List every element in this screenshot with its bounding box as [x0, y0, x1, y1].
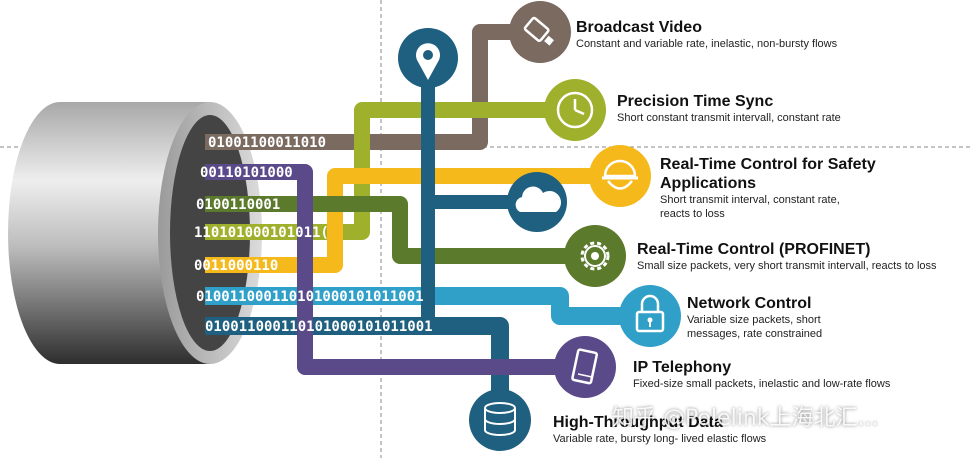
label-rt-control-profinet: Real-Time Control (PROFINET) Small size …	[637, 240, 967, 273]
clock-icon	[544, 79, 606, 141]
label-precision-time-sync: Precision Time Sync Short constant trans…	[617, 92, 957, 125]
database-icon	[469, 389, 531, 451]
service-title: Network Control	[687, 295, 812, 312]
service-desc: Short transmit interval, constant rate, …	[660, 194, 840, 220]
route-rt-control-safety	[205, 168, 620, 273]
gear-icon	[564, 225, 626, 287]
service-title: Real-Time Control for Safety Application…	[660, 156, 876, 192]
label-rt-control-safety: Real-Time Control for Safety Application…	[660, 155, 900, 221]
service-desc: Variable size packets, short messages, r…	[687, 314, 823, 340]
service-title: Precision Time Sync	[617, 93, 774, 110]
service-desc: Constant and variable rate, inelastic, n…	[576, 38, 838, 50]
bitstring: 00110101000	[200, 165, 293, 181]
service-desc: Short constant transmit intervall, const…	[617, 112, 841, 124]
route-network-control	[205, 287, 650, 325]
phone-icon	[554, 336, 616, 398]
bitstring: 110101000101011(	[194, 225, 329, 241]
service-desc: Variable rate, bursty long- lived elasti…	[553, 433, 767, 445]
service-desc: Fixed-size small packets, inelastic and …	[633, 378, 891, 390]
service-title: High-Throughput Data	[553, 414, 723, 431]
label-network-control: Network Control Variable size packets, s…	[687, 294, 847, 341]
bitstring: 010011000110101000101011001	[196, 289, 424, 305]
service-title: Broadcast Video	[576, 19, 702, 36]
label-high-throughput-data: High-Throughput Data Variable rate, burs…	[553, 413, 853, 446]
service-title: IP Telephony	[633, 359, 732, 376]
bitstring: 0100110001	[196, 197, 280, 213]
watermark: 知乎 @Polelink上海北汇...	[612, 406, 879, 431]
video-camera-icon	[509, 1, 571, 63]
cloud-icon	[507, 172, 567, 232]
padlock-icon	[619, 285, 681, 347]
service-desc: Small size packets, very short transmit …	[637, 260, 937, 272]
hard-hat-icon	[589, 145, 651, 207]
service-title: Real-Time Control (PROFINET)	[637, 241, 871, 258]
route-ip-telephony	[205, 164, 560, 375]
bitstrings: 01001100011010 00110101000 0100110001 11…	[194, 135, 433, 335]
label-broadcast-video: Broadcast Video Constant and variable ra…	[576, 18, 956, 51]
bitstring: 0011000110	[194, 258, 278, 274]
label-ip-telephony: IP Telephony Fixed-size small packets, i…	[633, 358, 953, 391]
route-broadcast-video	[205, 24, 540, 150]
location-pin-icon	[398, 28, 458, 88]
bitstring: 010011000110101000101011001	[205, 319, 433, 335]
bitstring: 01001100011010	[208, 135, 326, 151]
